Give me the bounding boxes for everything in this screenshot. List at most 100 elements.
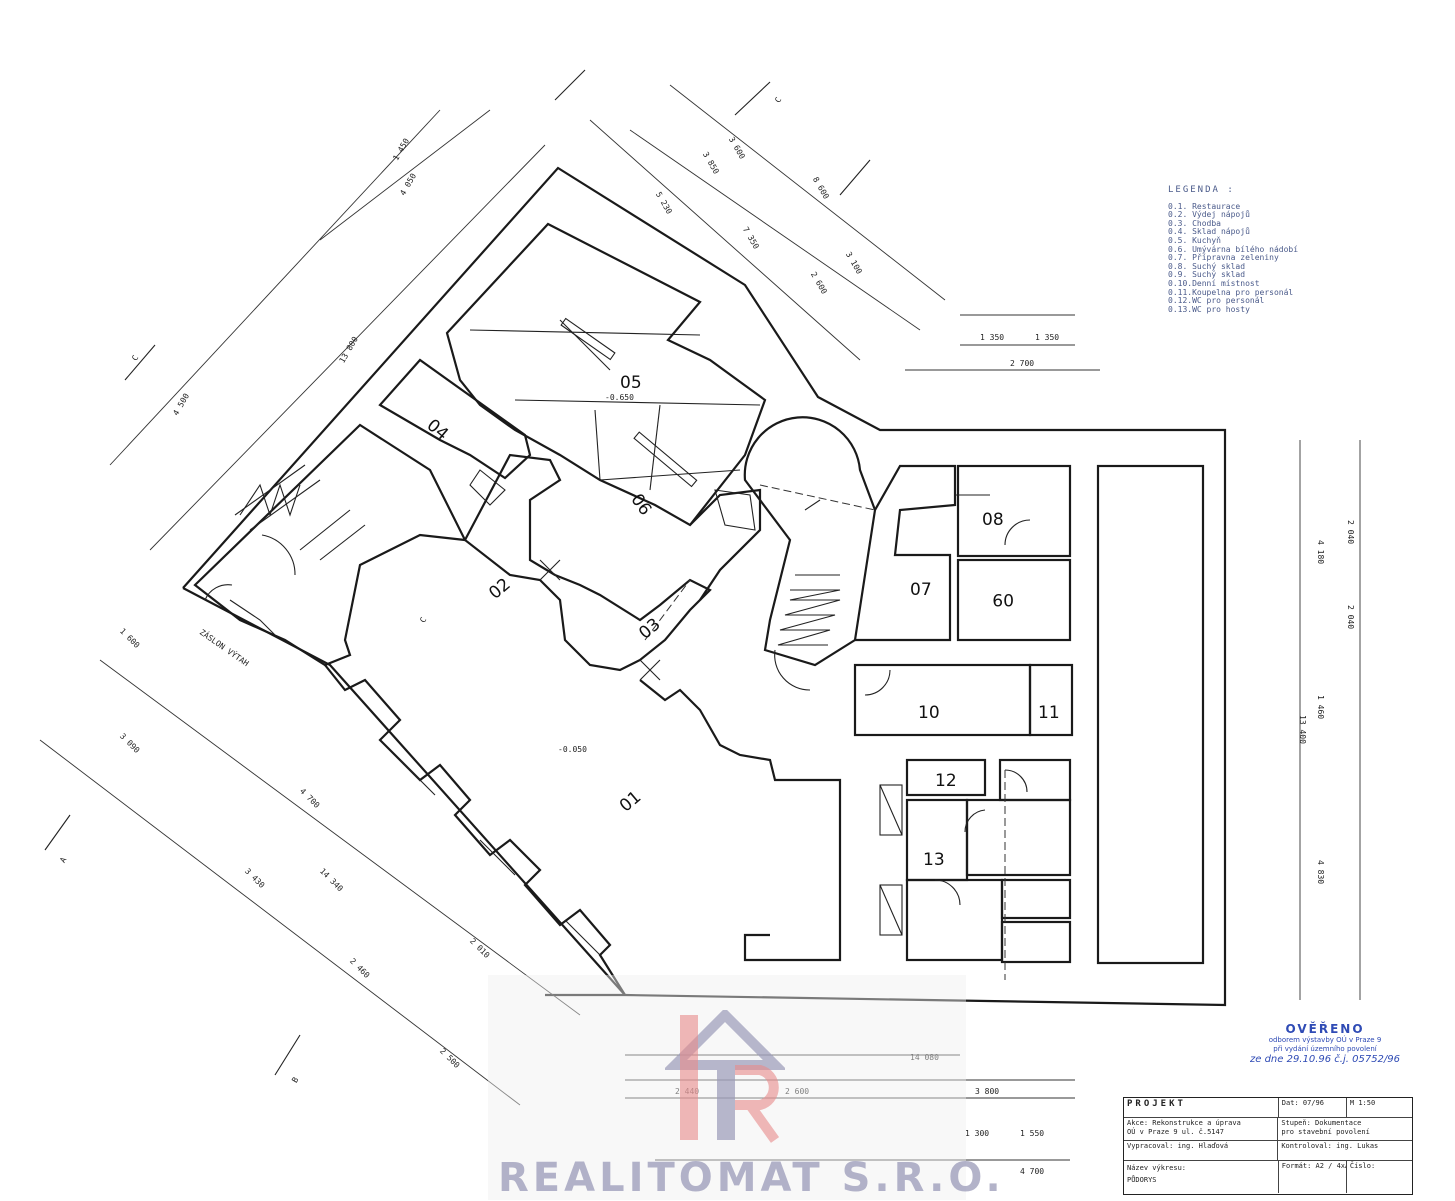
legend-item: 0.11.Koupelna pro personál (1168, 287, 1294, 297)
dim-3600: 3 600 (727, 135, 747, 161)
section-b-marker: B (290, 1076, 300, 1085)
elevator-label: ZÁSLON VÝTAH (198, 626, 252, 668)
section-a-marker: A (58, 856, 68, 865)
kitchen-block (445, 222, 767, 527)
tb-cislo: Číslo: (1349, 1162, 1376, 1170)
dim-b1550: 1 550 (1020, 1129, 1044, 1138)
legend: LEGENDA : 0.1. Restaurace 0.2. Výdej náp… (1168, 186, 1338, 314)
title-block-row: Vypracoval: ing. Hlaďová Kontroloval: in… (1124, 1141, 1412, 1161)
title-block-row: Název výkresu: PŮDORYS Formát: A2 / 4xA4… (1124, 1161, 1412, 1193)
dim-b3800: 3 800 (975, 1087, 999, 1096)
restaurant-facade (324, 664, 842, 996)
tb-akce: Akce: Rekonstrukce a úprava OÚ v Praze 9… (1124, 1118, 1279, 1140)
level-mark: -0.050 (558, 745, 587, 754)
stamp-line: při vydání územního povolení (1273, 1045, 1377, 1053)
stamp-title: OVĚŘENO (1285, 1022, 1365, 1036)
legend-item: 0.1. Restaurace (1168, 201, 1241, 211)
legend-title: LEGENDA : (1168, 185, 1235, 195)
tb-stupen-line: pro stavební povolení (1281, 1128, 1370, 1136)
legend-item: 0.10.Denní místnost (1168, 278, 1260, 288)
legend-item: 0.12.WC pro personál (1168, 296, 1265, 306)
tb-akce-line: Akce: Rekonstrukce a úprava (1127, 1119, 1241, 1127)
stamp-line: odborem výstavby OÚ v Praze 9 (1268, 1036, 1382, 1044)
tb-vypracoval: Vypracoval: ing. Hlaďová (1124, 1141, 1279, 1160)
tb-project: PROJEKT (1124, 1098, 1279, 1117)
stair-tower (743, 416, 877, 691)
watermark-text: REALITOMAT S.R.O. (498, 1155, 1005, 1201)
room-label-01: 01 (616, 787, 645, 816)
tb-stupen-line: Stupeň: Dokumentace (1281, 1119, 1362, 1127)
legend-item: 0.2. Výdej nápojů (1168, 210, 1250, 220)
room-label-11: 11 (1038, 703, 1060, 723)
title-block-row: Akce: Rekonstrukce a úprava OÚ v Praze 9… (1124, 1118, 1412, 1141)
room-label-08: 08 (982, 510, 1004, 530)
tb-date: Dat: 07/96 (1279, 1098, 1347, 1117)
room-label-07: 07 (910, 580, 932, 600)
watermark-logo-icon (665, 1010, 785, 1143)
tb-vykres-line: Název výkresu: (1127, 1164, 1187, 1172)
room-label-12: 12 (935, 771, 957, 791)
section-c-mid: C (418, 616, 428, 625)
dim-3090: 3 090 (118, 732, 142, 756)
service-rooms (853, 464, 1074, 980)
dim-t1350b: 1 350 (1035, 333, 1059, 342)
dim-2600: 2 600 (809, 270, 829, 296)
section-c-top: C (773, 96, 783, 105)
title-block: PROJEKT Dat: 07/96 M 1:50 Akce: Rekonstr… (1123, 1097, 1413, 1195)
stamp-date: ze dne 29.10.96 č.j. 05752/96 (1249, 1054, 1401, 1065)
tb-format: Formát: A2 / 4xA4 (1279, 1161, 1347, 1193)
dim-5230: 5 230 (654, 190, 674, 216)
dim-3850: 3 850 (701, 150, 721, 176)
room-label-04: 04 (423, 415, 452, 444)
dim-2040b: 2 040 (1346, 605, 1355, 629)
legend-item: 0.13.WC pro hosty (1168, 304, 1250, 314)
left-entrance-block (193, 423, 467, 667)
tb-vykres: Název výkresu: PŮDORYS (1124, 1161, 1279, 1193)
legend-item: 0.6. Umývárna bílého nádobí (1168, 244, 1299, 254)
dim-total-right: 13 400 (1298, 715, 1307, 744)
door-symbols (469, 469, 756, 681)
tb-kontroloval: Kontroloval: ing. Lukas (1281, 1142, 1379, 1150)
dim-7350: 7 350 (741, 225, 761, 251)
dim-4180: 4 180 (1316, 540, 1325, 564)
tb-vykres-line: PŮDORYS (1127, 1176, 1157, 1184)
approval-stamp: OVĚŘENO odborem výstavby OÚ v Praze 9 př… (1240, 1022, 1410, 1065)
dim-3100: 3 100 (844, 250, 864, 276)
dim-1450: 1 450 (391, 137, 411, 163)
dim-total-top: 13 800 (338, 335, 360, 365)
dim-total-left: 14 340 (318, 867, 345, 894)
dim-1600: 1 600 (118, 627, 142, 651)
room-label-09: 09 (992, 589, 1014, 609)
dim-b2600: 2 600 (785, 1087, 809, 1096)
dim-3430: 3 430 (243, 867, 267, 891)
dim-t2700: 2 700 (1010, 359, 1034, 368)
legend-item: 0.8. Suchý sklad (1168, 261, 1246, 271)
level-mark-kitchen: -0.650 (605, 393, 634, 402)
dim-2010: 2 010 (468, 937, 492, 961)
legend-item: 0.7. Přípravna zeleniny (1168, 253, 1279, 263)
room-label-10: 10 (918, 703, 940, 723)
tb-stupen: Stupeň: Dokumentace pro stavební povolen… (1278, 1118, 1412, 1140)
dimension-lines (39, 69, 1361, 1161)
room-label-13: 13 (923, 850, 945, 870)
tb-scale: M 1:50 (1349, 1099, 1376, 1107)
title-block-row: PROJEKT Dat: 07/96 M 1:50 (1124, 1098, 1412, 1118)
legend-item: 0.3. Chodba (1168, 218, 1221, 228)
tb-akce-line: OÚ v Praze 9 ul. č.5147 (1127, 1128, 1224, 1136)
legend-item: 0.4. Sklad nápojů (1168, 227, 1250, 237)
dim-b1300: 1 300 (965, 1129, 989, 1138)
dim-4050: 4 050 (398, 172, 418, 198)
misc-labels: ZÁSLON VÝTAH C C C A B (58, 96, 783, 1085)
dim-4830: 4 830 (1316, 860, 1325, 884)
dim-2040a: 2 040 (1346, 520, 1355, 544)
room-label-05: 05 (620, 373, 642, 393)
dim-b4700: 4 700 (1020, 1167, 1044, 1176)
dim-total-bottom: 14 080 (910, 1053, 939, 1062)
room-label-02: 02 (485, 574, 514, 603)
legend-item: 0.9. Suchý sklad (1168, 270, 1246, 280)
dim-t1350a: 1 350 (980, 333, 1004, 342)
legend-item: 0.5. Kuchyň (1168, 235, 1221, 245)
section-c-left: C (130, 354, 140, 363)
room-04-walls (378, 358, 532, 480)
